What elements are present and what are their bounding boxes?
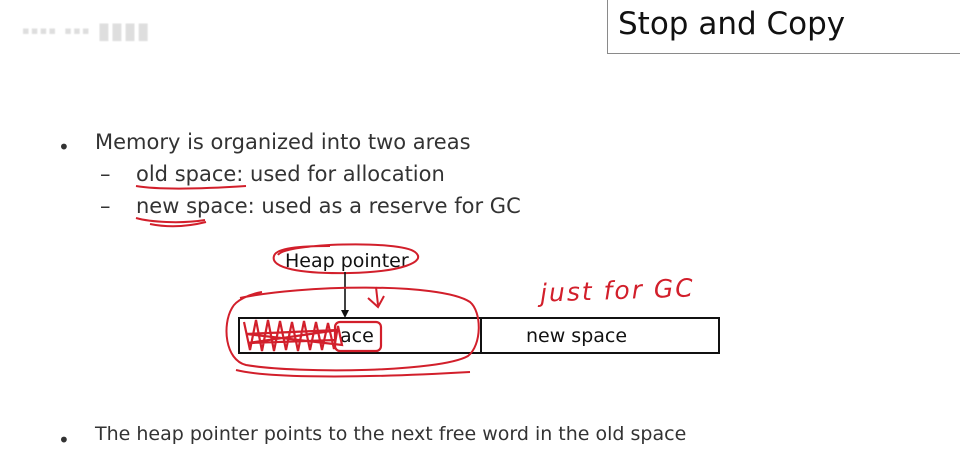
- underline-old-space: [135, 185, 247, 190]
- handwritten-note: just for GC: [539, 273, 696, 308]
- logo: ▪▪▪▪ ▪▪▪ ▮▮▮▮: [22, 18, 151, 43]
- old-space-label: ace: [340, 325, 374, 347]
- bullet-dot: •: [58, 135, 70, 159]
- bullet-1: Memory is organized into two areas: [95, 130, 471, 154]
- dash-2: –: [100, 194, 111, 218]
- underline-new-space: [135, 217, 207, 228]
- red-arrow: [367, 286, 385, 309]
- bullet-dot: •: [58, 428, 70, 452]
- title-box: Stop and Copy: [607, 0, 960, 54]
- heap-pointer-label: Heap pointer: [285, 250, 409, 272]
- new-space-label: new space: [526, 325, 628, 347]
- bullet-2: The heap pointer points to the next free…: [95, 423, 687, 445]
- sub-bullet-2: new space: used as a reserve for GC: [136, 194, 521, 218]
- memory-bar: [238, 317, 720, 354]
- sub-bullet-1: old space: used for allocation: [136, 162, 445, 186]
- slide-title: Stop and Copy: [618, 6, 846, 42]
- dash-1: –: [100, 162, 111, 186]
- memory-divider: [480, 317, 482, 354]
